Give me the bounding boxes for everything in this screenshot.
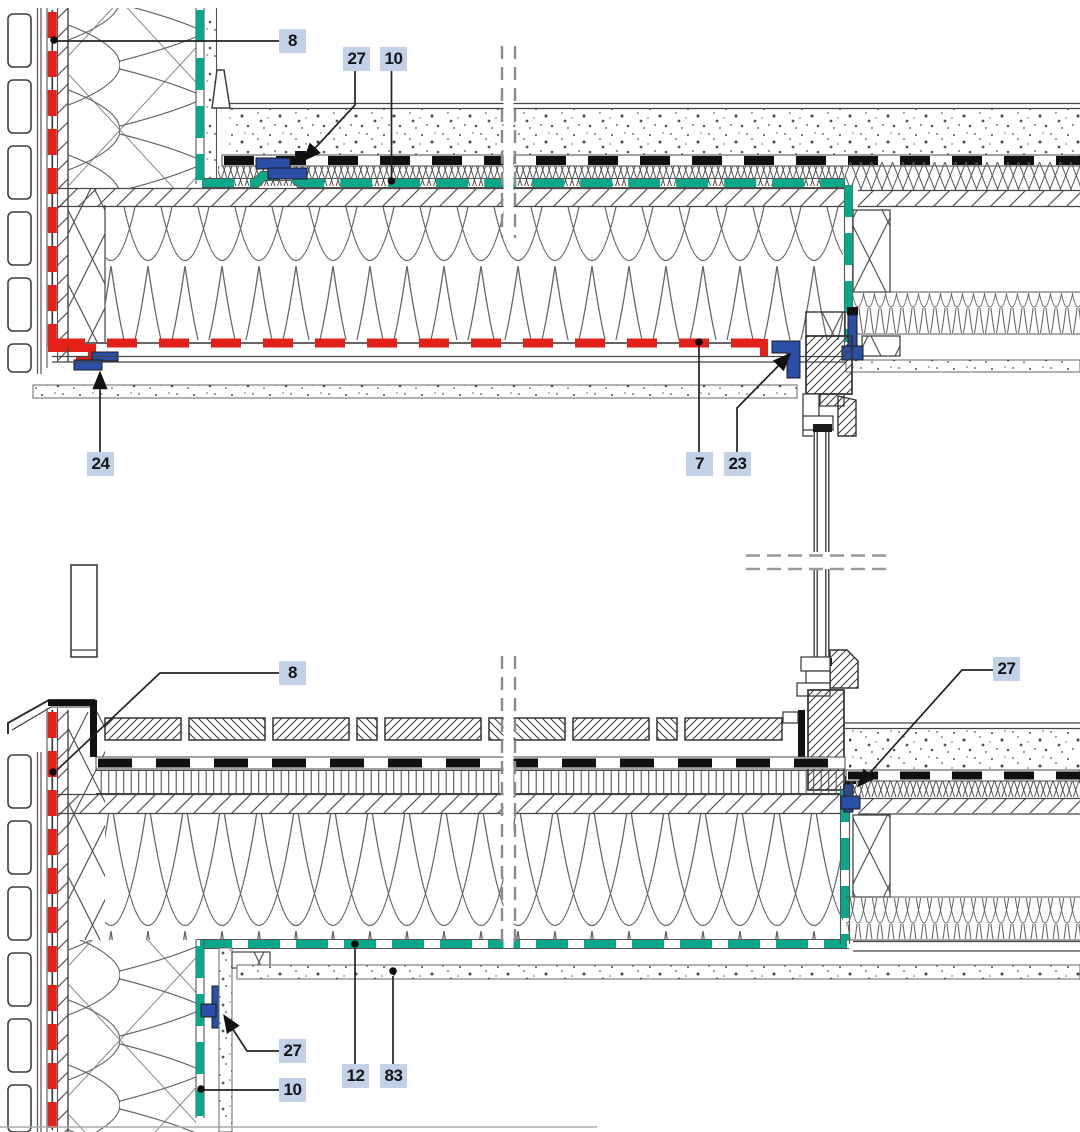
batten-cross-block: [861, 335, 901, 357]
wall-insulation-upper: [68, 8, 196, 188]
wall-sheathing-hatch: [58, 8, 68, 362]
bottom-detail: [0, 564, 1080, 1132]
roof-top-lines: [229, 102, 1080, 110]
leader-23: [736, 352, 792, 452]
terrace-waterproofing-black: [95, 756, 846, 770]
window-head-frame: [805, 335, 853, 395]
interior-floor: [845, 722, 1080, 952]
insulation-row: [846, 291, 1080, 335]
soffit-board-right: [845, 359, 1080, 373]
callout-23: 23: [724, 452, 751, 476]
clamp-blue-bottom-left: [200, 985, 222, 1029]
facade-membrane-red-vertical-lower: [46, 708, 59, 1132]
ventilation-batten-lines-lower: [36, 752, 42, 1132]
wall-sheathing-hatch-lower: [58, 710, 68, 1132]
roof-board-hatch: [58, 187, 1080, 208]
head-blocking-cross: [805, 311, 846, 337]
wall-stud-cross-lower: [68, 712, 105, 940]
callout-83: 83: [380, 1064, 407, 1088]
terrace-board-hatch: [58, 793, 845, 815]
head-jamb-extension: [837, 395, 857, 437]
glazing-panes: [813, 432, 830, 660]
sill-membrane-upturn: [798, 710, 805, 760]
callout-8-top: 8: [279, 29, 306, 53]
clamp-blue-top: [255, 151, 308, 180]
callout-leaders: [56, 40, 993, 1091]
leader-27-sill: [856, 669, 993, 788]
window-assembly: [782, 311, 859, 791]
terrace-decking: [104, 717, 783, 741]
roof-insulation-loops: [105, 207, 843, 340]
callout-12: 12: [342, 1064, 369, 1088]
leader-27-bottom-left: [223, 1014, 279, 1052]
facade-cladding-tiles-lower: [7, 754, 32, 1132]
roof-screed: [229, 109, 1080, 155]
interior-board-strip-lower: [218, 947, 233, 1132]
sill-cap: [829, 649, 859, 689]
callout-27-bottom-left: 27: [279, 1039, 306, 1063]
top-detail: [7, 8, 1080, 399]
membrane-red-roof: [55, 338, 768, 357]
callout-24: 24: [87, 452, 114, 476]
callout-10-bottom: 10: [279, 1078, 306, 1102]
callout-27-sill: 27: [993, 657, 1020, 681]
clamp-blue-top-left: [73, 351, 119, 371]
roof-soffit-lines: [52, 355, 845, 363]
leader-dots: [49, 36, 703, 1093]
facade-cladding-tiles: [7, 13, 32, 373]
drainage-mat: [96, 769, 845, 795]
clamp-blue-head-left: [771, 340, 801, 379]
callout-8-bottom: 8: [279, 661, 306, 685]
ceiling-board: [32, 384, 798, 399]
callout-10-top: 10: [380, 47, 407, 71]
soffit-board-lower: [236, 964, 1080, 980]
callout-7: 7: [686, 452, 713, 476]
wall-stud-cross: [68, 188, 105, 342]
terrace-insulation-loops: [105, 814, 843, 940]
ventilation-batten-lines: [36, 8, 42, 374]
parapet-batten: [70, 564, 98, 658]
separation-mat-right: [845, 162, 1080, 190]
callout-27-top: 27: [343, 47, 370, 71]
membrane-green-soffit: [196, 938, 849, 950]
break-lines: [500, 42, 892, 948]
leader-27-top: [302, 71, 356, 162]
wall-insulation-lower: [68, 940, 196, 1132]
membrane-green-wall-vertical: [195, 8, 205, 184]
leader-8-bottom: [56, 672, 279, 771]
stud-cross-strip: [852, 209, 891, 293]
glazing-seat-top: [813, 424, 832, 432]
